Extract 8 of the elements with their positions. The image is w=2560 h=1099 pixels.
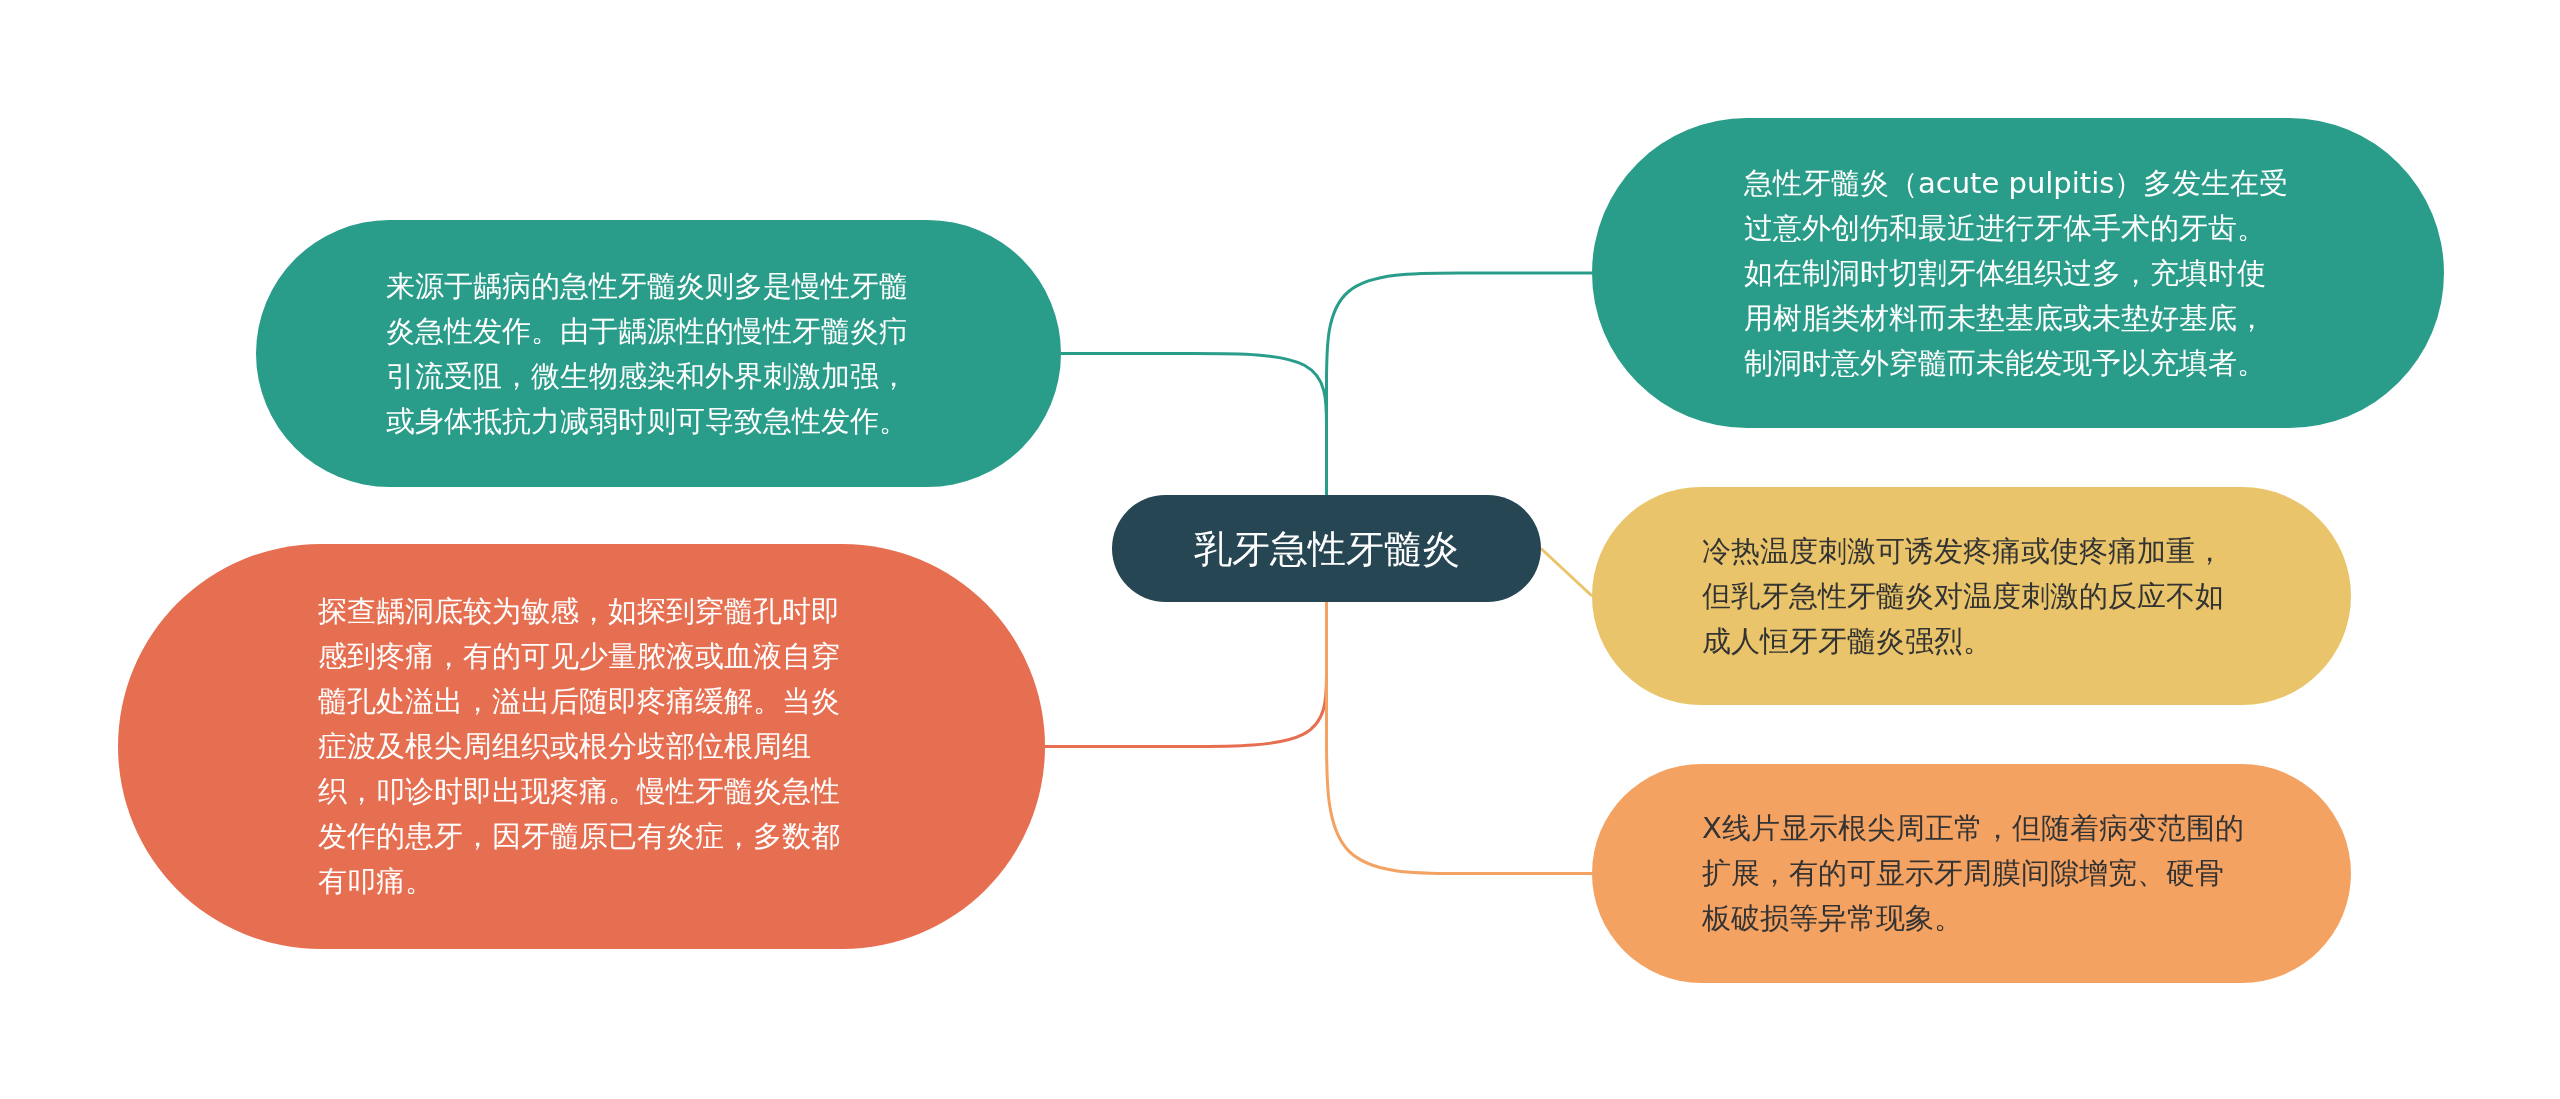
node-text: 急性牙髓炎（acute pulpitis）多发生在受过意外创伤和最近进行牙体手术的牙齿。如在制洞时切割牙体组织过多，充填时使用树脂类材料而未垫基底或未垫好基底，制洞时意外穿髓而未能发现予以充填者。 [1744,164,2289,382]
connector-line [1325,271,1592,495]
node-text: 冷热温度刺激可诱发疼痛或使疼痛加重，但乳牙急性牙髓炎对温度刺激的反应不如成人恒牙牙髓炎强烈。 [1702,532,2225,660]
connector-line [1539,547,1594,598]
node-text: 来源于龋病的急性牙髓炎则多是慢性牙髓炎急性发作。由于龋源性的慢性牙髓炎疖引流受阻，微生物感染和外界刺激加强，或身体抵抗力减弱时则可导致急性发作。 [386,267,909,440]
node-text: X线片显示根尖周正常，但随着病变范围的扩展，有的可显示牙周膜间隙增宽、硬骨板破损等异常现象。 [1702,810,2245,937]
node-text: 乳牙急性牙髓炎 [1193,525,1460,573]
node-text: 探查龋洞底较为敏感，如探到穿髓孔时即感到疼痛，有的可见少量脓液或血液自穿髓孔处溢出，溢出后随即疼痛缓解。当炎症波及根尖周组织或根分歧部位根周组织，叩诊时即出现疼痛。慢性牙髓炎急性发作的患牙，因牙髓原已有炎症，多数都有叩痛。 [318,593,841,900]
